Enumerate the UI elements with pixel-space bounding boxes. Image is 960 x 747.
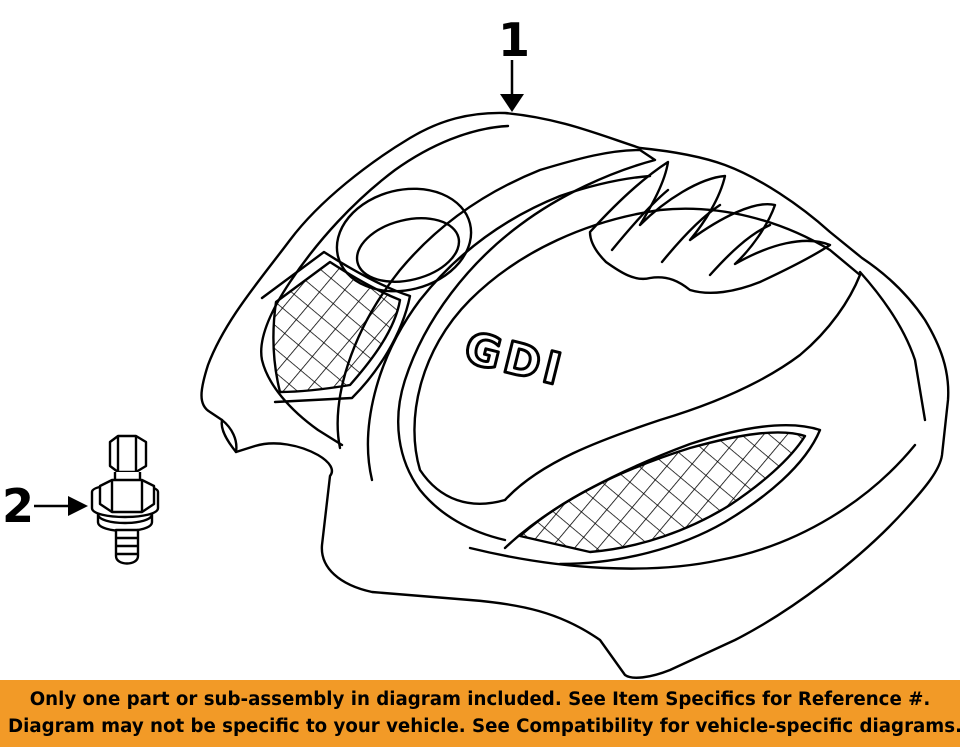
callout-2: 2 xyxy=(2,479,88,533)
engine-cover-right-contour xyxy=(858,270,927,422)
bolt-hex-head xyxy=(108,434,148,474)
oil-filler-opening-inner xyxy=(355,217,461,283)
disclaimer-banner: Only one part or sub-assembly in diagram… xyxy=(0,680,960,747)
engine-cover-lower-contour xyxy=(468,443,917,570)
disclaimer-line-1: Only one part or sub-assembly in diagram… xyxy=(29,689,931,710)
bolt-hex-head-face xyxy=(116,436,138,472)
left-vent-frame xyxy=(260,250,412,404)
callout-number-2: 2 xyxy=(2,479,34,533)
engine-cover-center-panel-inner xyxy=(366,174,652,482)
left-vent-mesh xyxy=(272,260,402,394)
bolt-washer xyxy=(96,512,154,533)
engine-cover-fins xyxy=(588,160,832,295)
engine-cover-logo-panel xyxy=(413,207,862,505)
callout-1: 1 xyxy=(498,13,530,112)
engine-cover-left-notch xyxy=(220,418,238,454)
engine-cover-outline xyxy=(200,111,950,679)
bolt-nut xyxy=(98,478,156,514)
engine-cover-center-panel xyxy=(336,148,657,542)
disclaimer-line-2: Diagram may not be specific to your vehi… xyxy=(8,716,960,737)
engine-cover-fin-lines xyxy=(610,188,772,277)
parts-diagram: 1 2 xyxy=(2,13,950,679)
callout-number-1: 1 xyxy=(498,13,530,67)
engine-cover-drawing: GDI xyxy=(200,111,950,679)
bolt-shank-threads xyxy=(116,536,138,556)
bolt-drawing xyxy=(90,434,160,565)
callout-2-arrowhead xyxy=(68,496,88,516)
right-vent-frame xyxy=(503,423,822,566)
callout-1-arrowhead xyxy=(500,94,524,112)
oil-filler-opening xyxy=(335,187,473,293)
bolt-nut-face xyxy=(110,480,144,512)
